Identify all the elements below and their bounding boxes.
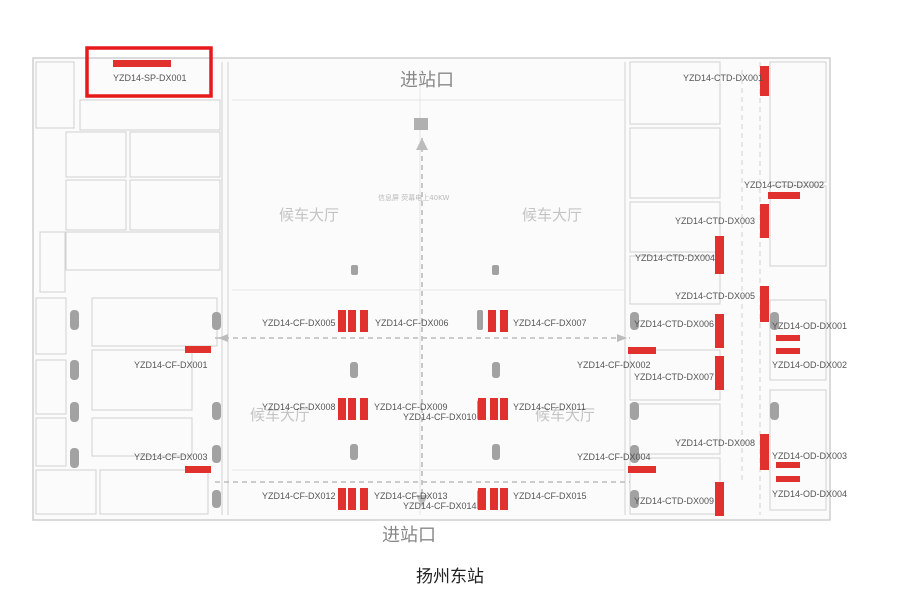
label-cf-dx009: YZD14-CF-DX009 — [374, 402, 448, 412]
hall-label-3: 候车大厅 — [250, 406, 310, 424]
label-cf-dx006: YZD14-CF-DX006 — [375, 318, 449, 328]
entrance-top-label: 进站口 — [400, 70, 454, 91]
label-ctd-dx006: YZD14-CTD-DX006 — [634, 319, 714, 329]
label-od-dx002: YZD14-OD-DX002 — [772, 360, 847, 370]
highlight-label: YZD14-SP-DX001 — [113, 73, 187, 83]
label-ctd-dx005: YZD14-CTD-DX005 — [675, 291, 755, 301]
label-ctd-dx002: YZD14-CTD-DX002 — [744, 180, 824, 190]
label-od-dx001: YZD14-OD-DX001 — [772, 321, 847, 331]
circulation-arrows — [215, 138, 630, 505]
label-cf-dx002: YZD14-CF-DX002 — [577, 360, 651, 370]
hall-label-4: 候车大厅 — [535, 406, 595, 424]
label-cf-dx001: YZD14-CF-DX001 — [134, 360, 208, 370]
highlight-box — [85, 46, 213, 98]
label-cf-dx005: YZD14-CF-DX005 — [262, 318, 336, 328]
label-cf-dx012: YZD14-CF-DX012 — [262, 491, 336, 501]
arrow-heads — [218, 138, 627, 507]
label-cf-dx004: YZD14-CF-DX004 — [577, 452, 651, 462]
label-cf-dx011: YZD14-CF-DX011 — [513, 402, 586, 412]
map-caption: 扬州东站 — [416, 567, 484, 587]
entry-gate — [414, 118, 428, 130]
hall-label-2: 候车大厅 — [522, 206, 582, 224]
label-ctd-dx007: YZD14-CTD-DX007 — [634, 372, 714, 382]
hall-label-1: 候车大厅 — [279, 206, 339, 224]
label-od-dx004: YZD14-OD-DX004 — [772, 489, 847, 499]
label-cf-dx003: YZD14-CF-DX003 — [134, 452, 208, 462]
label-cf-dx013: YZD14-CF-DX013 — [374, 491, 448, 501]
label-cf-dx015: YZD14-CF-DX015 — [513, 491, 587, 501]
label-cf-dx014: YZD14-CF-DX014 — [403, 501, 477, 511]
label-cf-dx007: YZD14-CF-DX007 — [513, 318, 587, 328]
label-ctd-dx009: YZD14-CTD-DX009 — [634, 496, 714, 506]
building-outline — [32, 57, 831, 521]
label-cf-dx008: YZD14-CF-DX008 — [262, 402, 336, 412]
label-ctd-dx001: YZD14-CTD-DX001 — [683, 73, 763, 83]
center-note: 信息屏 荧幕电上40KW — [378, 193, 449, 202]
label-ctd-dx003: YZD14-CTD-DX003 — [675, 216, 755, 226]
equipment-labels: YZD14-CTD-DX001 YZD14-CTD-DX002 YZD14-CT… — [134, 73, 847, 511]
label-ctd-dx008: YZD14-CTD-DX008 — [675, 438, 755, 448]
label-od-dx003: YZD14-OD-DX003 — [772, 451, 847, 461]
entrance-bottom-label: 进站口 — [382, 525, 436, 546]
label-cf-dx010: YZD14-CF-DX010 — [403, 412, 477, 422]
red-markers — [113, 60, 800, 516]
label-ctd-dx004: YZD14-CTD-DX004 — [635, 253, 715, 263]
